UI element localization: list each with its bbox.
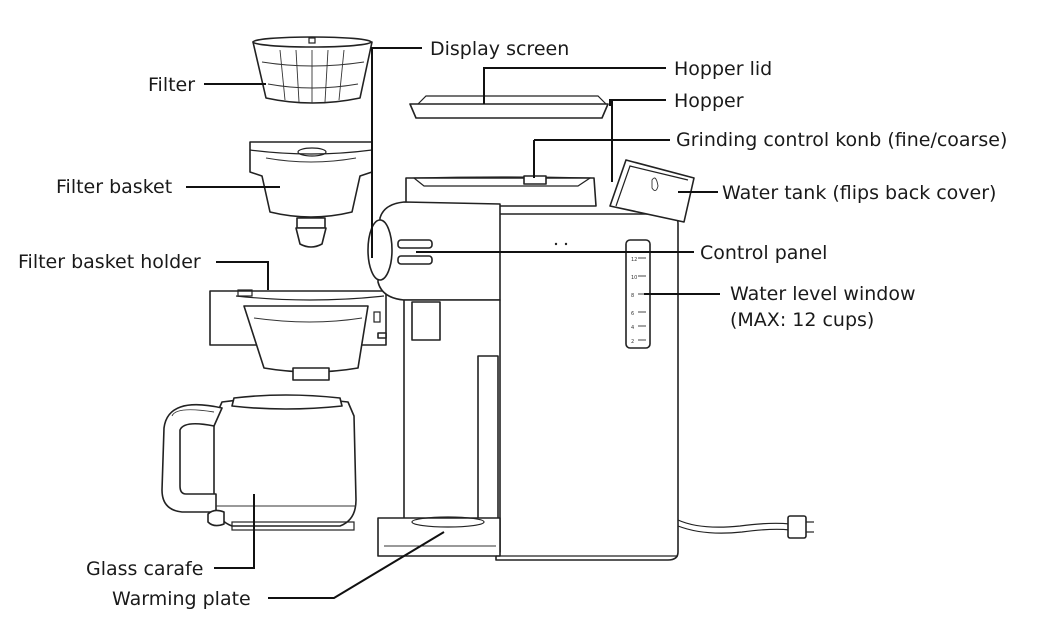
label-hopper-lid: Hopper lid <box>674 58 772 80</box>
label-filter-basket-holder: Filter basket holder <box>18 251 201 273</box>
leader-lines <box>186 47 720 599</box>
label-grinding-control-knob: Grinding control konb (fine/coarse) <box>676 129 1007 151</box>
label-glass-carafe: Glass carafe <box>86 558 203 580</box>
water-level-tick: 10 <box>631 275 637 281</box>
filter-basket-holder-drawing <box>209 289 387 381</box>
hopper-lid-drawing <box>409 95 609 119</box>
label-water-tank: Water tank (flips back cover) <box>722 182 996 204</box>
water-level-tick: 12 <box>631 257 637 263</box>
water-level-tick: 8 <box>631 293 634 299</box>
label-warming-plate: Warming plate <box>112 588 251 610</box>
label-display-screen: Display screen <box>430 38 569 60</box>
label-filter: Filter <box>148 74 195 96</box>
filter-drawing <box>252 36 373 104</box>
water-level-tick: 6 <box>631 311 634 317</box>
label-water-level-max: (MAX: 12 cups) <box>730 309 874 331</box>
label-water-level-window: Water level window <box>730 283 916 305</box>
label-filter-basket: Filter basket <box>56 176 172 198</box>
filter-basket-drawing <box>249 141 373 248</box>
water-level-tick: 4 <box>631 325 634 331</box>
water-level-tick: 2 <box>631 339 634 345</box>
label-control-panel: Control panel <box>700 242 827 264</box>
glass-carafe-drawing <box>161 394 357 531</box>
coffee-maker-body-drawing <box>367 140 814 561</box>
label-hopper: Hopper <box>674 90 744 112</box>
